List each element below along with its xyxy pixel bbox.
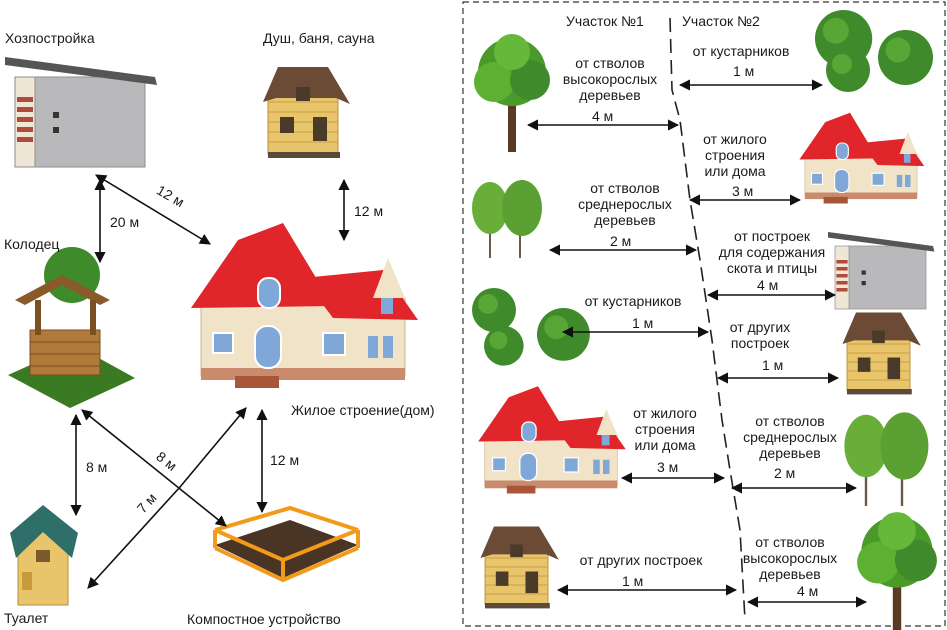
r-item-tall-tree-text: от стволов высокорослых деревьев: [742, 534, 838, 582]
r-item-tall-tree-dist: 4 м: [797, 583, 819, 599]
l-item-house-dist: 3 м: [657, 459, 679, 475]
arrow-outbuilding-house: [95, 174, 211, 245]
left-arrows: [70, 174, 350, 589]
r-item-bushes-text: от кустарников: [692, 43, 790, 59]
label-well: Колодец: [4, 236, 60, 252]
dist-bath-house: 12 м: [354, 203, 384, 219]
house-right: [798, 112, 925, 205]
boundary-line: [669, 17, 746, 621]
r-item-other-text: от других построек: [729, 319, 791, 351]
l-item-bushes-dist: 1 м: [632, 315, 654, 331]
l-item-bushes-text: от кустарников: [584, 293, 682, 309]
label-compost: Компостное устройство: [187, 611, 341, 627]
label-toilet: Туалет: [4, 610, 49, 626]
l-item-house-text: от жилого строения или дома: [633, 405, 697, 453]
house-illustration: [190, 222, 419, 389]
r-item-bushes-dist: 1 м: [733, 63, 755, 79]
plot1-heading: Участок №1: [566, 13, 644, 29]
plot2-heading: Участок №2: [682, 13, 760, 29]
r-item-mid-tree-text: от стволов среднерослых деревьев: [743, 413, 837, 461]
l-item-mid-tree-dist: 2 м: [610, 233, 632, 249]
label-house: Жилое строение(дом): [291, 402, 435, 418]
r-item-house-dist: 3 м: [732, 183, 754, 199]
hut-left: [480, 526, 560, 609]
dist-house-compost: 12 м: [270, 452, 300, 468]
r-item-livestock-dist: 4 м: [757, 277, 779, 293]
r-item-mid-tree-dist: 2 м: [774, 465, 796, 481]
dist-well-toilet: 8 м: [86, 459, 108, 475]
mid-trees-left: [471, 179, 543, 259]
dist-outbuilding-well: 20 м: [110, 214, 140, 230]
tall-tree-left: [474, 34, 550, 152]
plots-frame: [462, 1, 946, 627]
well-illustration: [8, 247, 135, 408]
hut-right: [842, 312, 922, 395]
bushes-left: [472, 288, 590, 366]
right-arrows: [526, 79, 868, 608]
l-item-other-dist: 1 м: [622, 573, 644, 589]
l-item-other-text: от других построек: [579, 552, 703, 568]
mid-trees-right: [843, 411, 930, 508]
house-left: [477, 385, 627, 495]
l-item-tall-tree-dist: 4 м: [592, 108, 614, 124]
r-item-livestock-text: от построек для содержания скота и птицы: [718, 228, 826, 276]
label-outbuilding: Хозпостройка: [5, 30, 95, 46]
l-item-tall-tree-text: от стволов высокорослых деревьев: [562, 55, 658, 103]
compost-illustration: [213, 505, 360, 583]
tall-tree-right: [857, 512, 937, 630]
r-item-other-dist: 1 м: [762, 357, 784, 373]
arrow-toilet-house: [87, 407, 247, 589]
bushes-top-right: [815, 10, 933, 92]
label-bathhouse: Душ, баня, сауна: [263, 30, 375, 46]
r-item-house-text: от жилого строения или дома: [703, 131, 767, 179]
outbuilding-illustration: [4, 56, 158, 168]
l-item-mid-tree-text: от стволов среднерослых деревьев: [578, 180, 672, 228]
toilet-illustration: [10, 505, 78, 606]
livestock-shed-right: [827, 231, 935, 310]
bathhouse-illustration: [262, 66, 351, 159]
